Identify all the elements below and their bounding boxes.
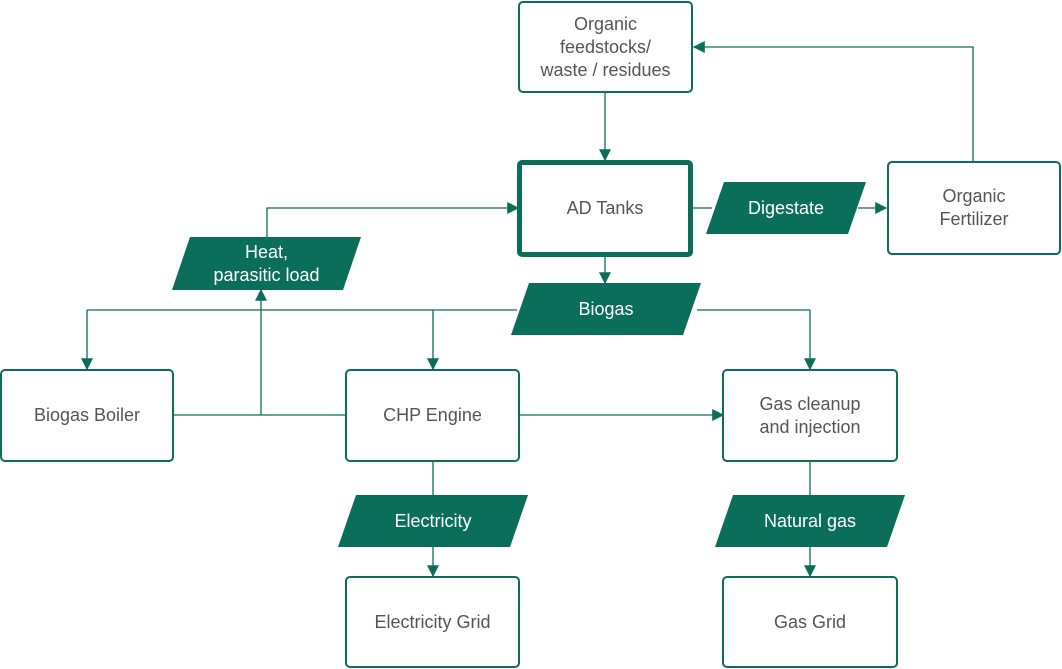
flow-electricity: Electricity: [338, 495, 528, 547]
flow-natural-gas-label: Natural gas: [763, 510, 857, 531]
node-chp-engine: CHP Engine: [345, 369, 520, 462]
arrow-fertilizer-to-feedstock: [692, 41, 974, 161]
flow-digestate: Digestate: [706, 182, 866, 234]
node-gas-grid: Gas Grid: [722, 576, 898, 668]
flow-digestate-label: Digestate: [747, 197, 825, 218]
node-gas-grid-label: Gas Grid: [773, 611, 847, 632]
flow-electricity-label: Electricity: [394, 510, 472, 531]
node-organic-fertilizer: Organic Fertilizer: [887, 161, 1061, 255]
node-electricity-grid: Electricity Grid: [345, 576, 520, 668]
node-biogas-boiler-label: Biogas Boiler: [33, 405, 141, 425]
flow-heat-label: Heat, parasitic load: [213, 241, 320, 285]
flow-biogas-label: Biogas: [578, 298, 634, 319]
node-gas-cleanup: Gas cleanup and injection: [722, 369, 898, 462]
node-organic-fertilizer-label: Organic Fertilizer: [939, 186, 1009, 229]
flow-heat-parasitic-load: Heat, parasitic load: [172, 237, 361, 290]
flow-biogas: Biogas: [511, 283, 701, 335]
node-feedstocks: Organic feedstocks/ waste / residues: [518, 1, 693, 93]
node-feedstocks-label: Organic feedstocks/ waste / residues: [540, 13, 671, 80]
node-chp-engine-label: CHP Engine: [383, 405, 482, 425]
flow-natural-gas: Natural gas: [715, 495, 905, 547]
node-ad-tanks-label: AD Tanks: [566, 198, 644, 218]
node-biogas-boiler: Biogas Boiler: [0, 369, 174, 462]
node-electricity-grid-label: Electricity Grid: [374, 611, 491, 632]
node-ad-tanks: AD Tanks: [517, 160, 693, 257]
node-gas-cleanup-label: Gas cleanup and injection: [759, 393, 861, 437]
arrow-heat-to-ad: [266, 202, 520, 237]
